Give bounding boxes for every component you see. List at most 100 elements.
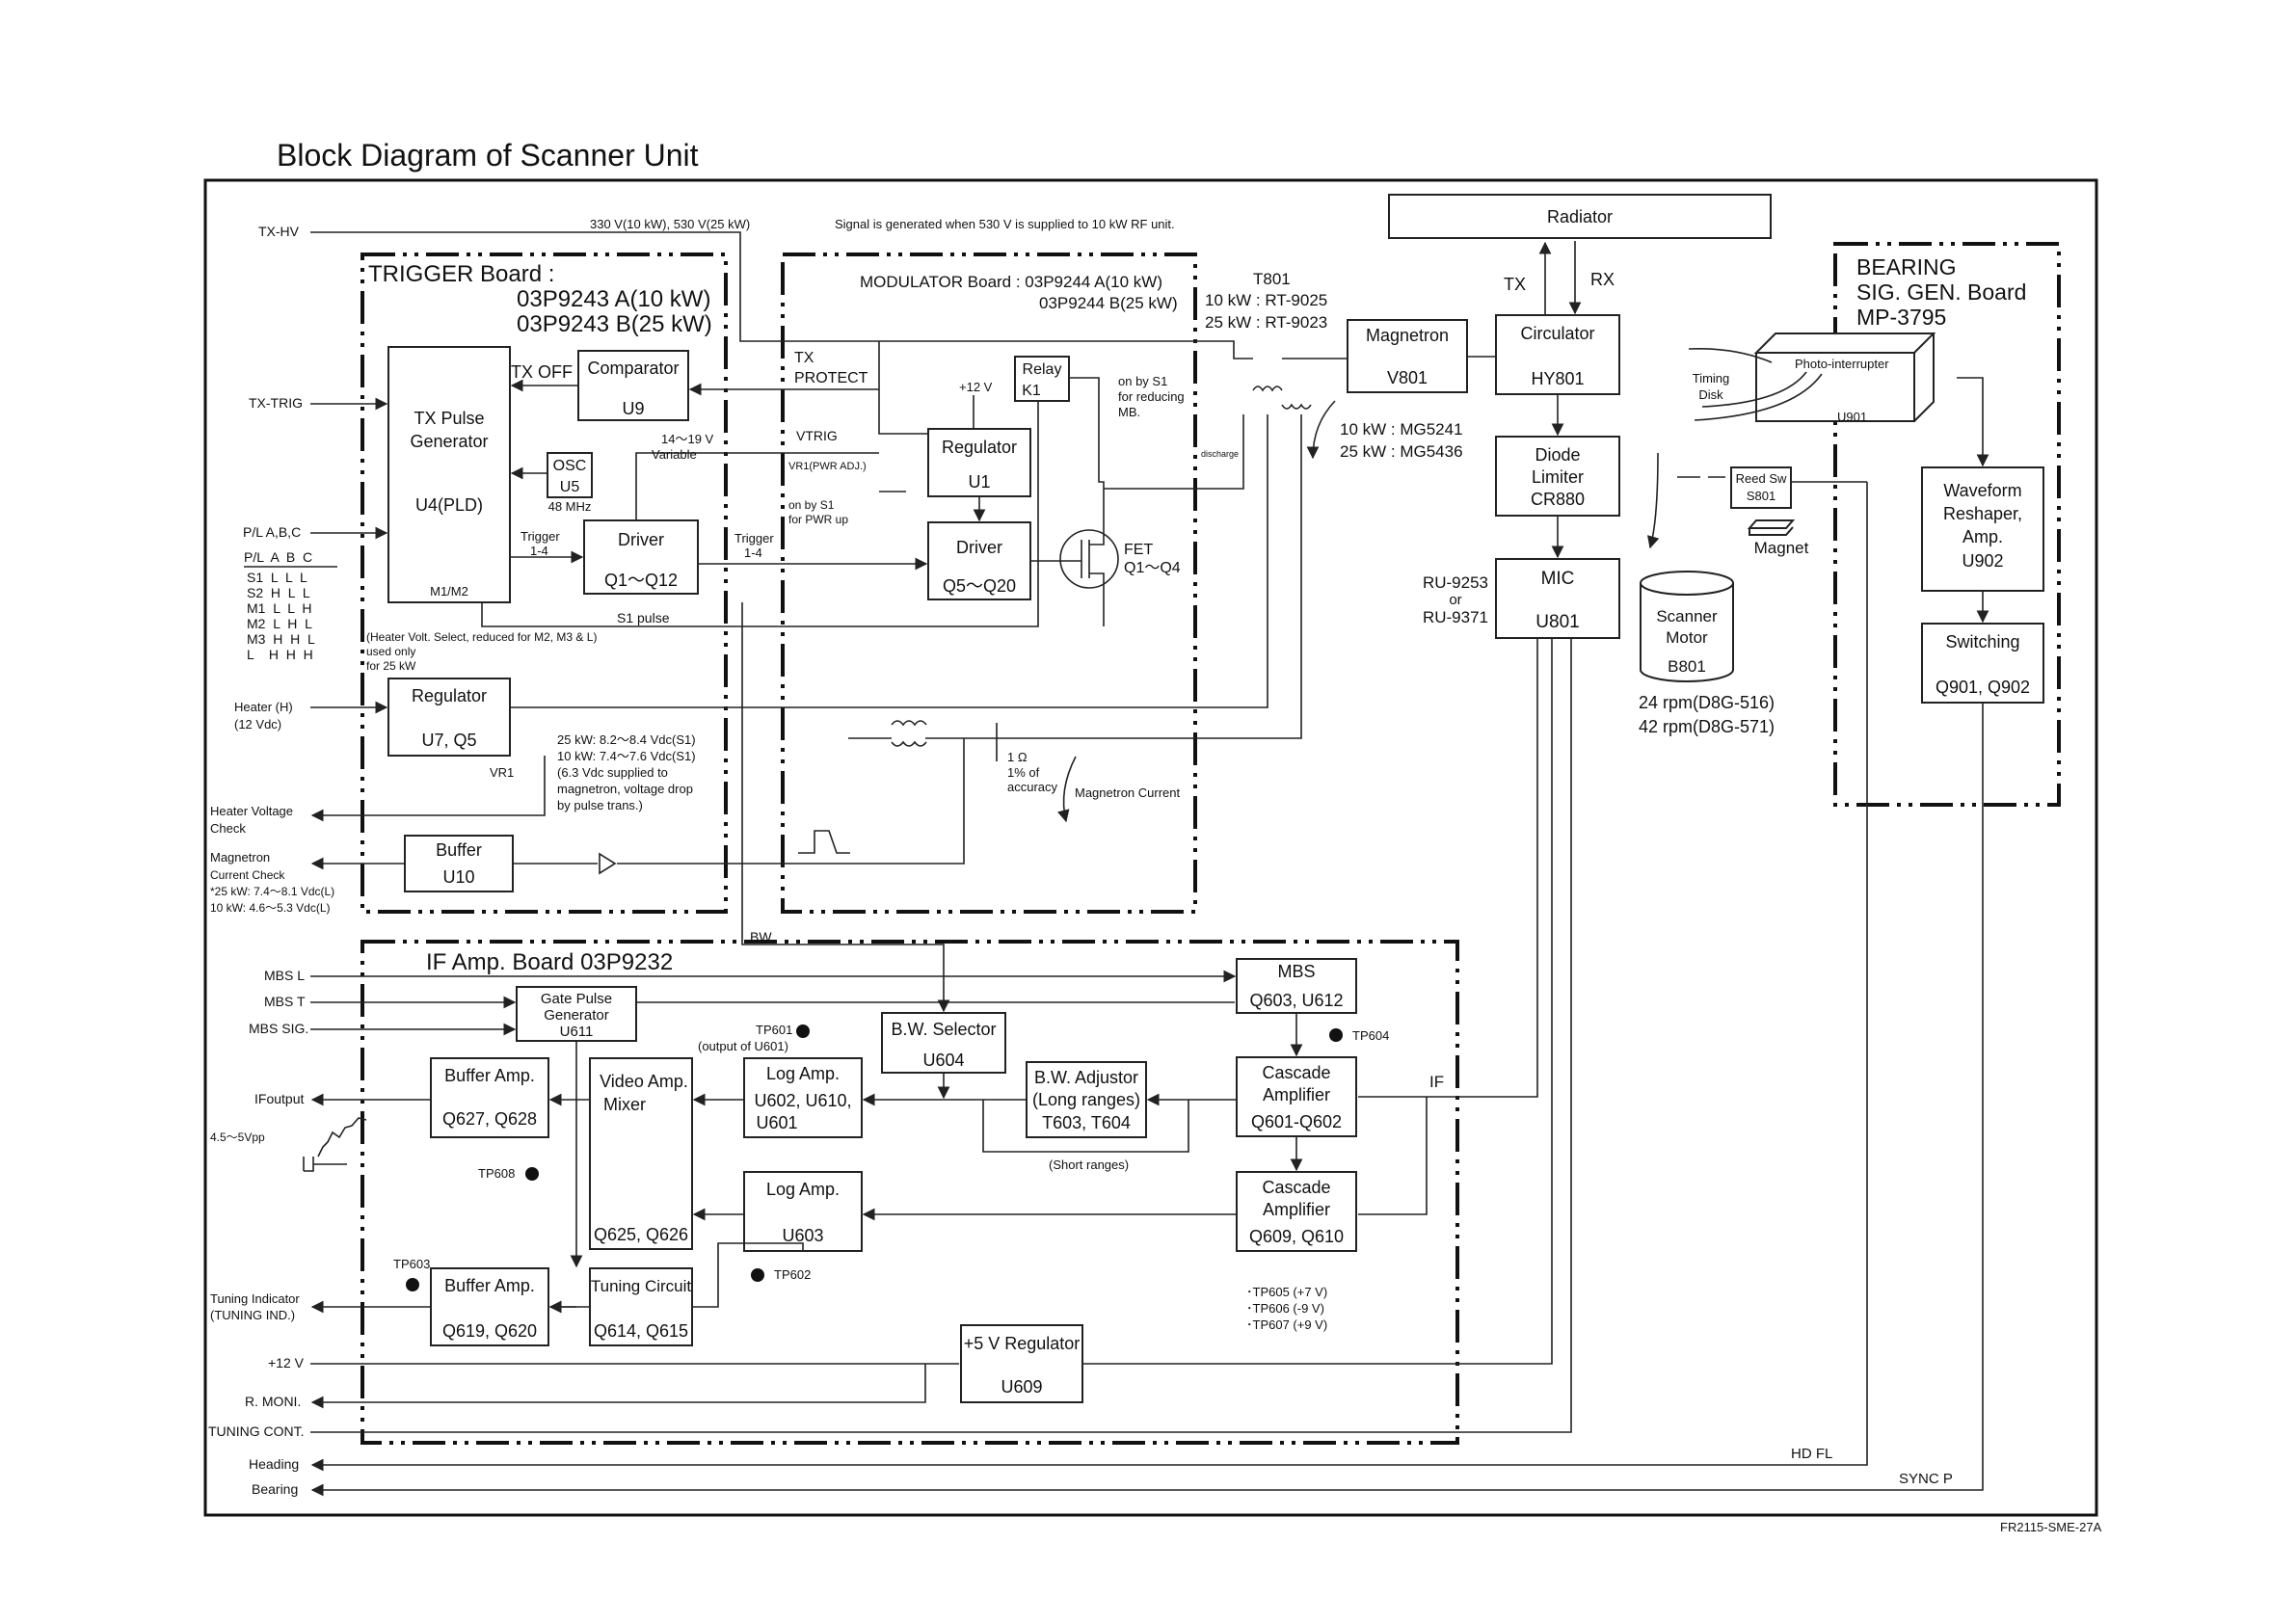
osc-line-2: U5 bbox=[560, 479, 580, 495]
signal-note: Signal is generated when 530 V is suppli… bbox=[835, 217, 1175, 231]
tuning-circuit-line-2: Q614, Q615 bbox=[594, 1321, 688, 1341]
switching-line-1: Switching bbox=[1945, 632, 2019, 652]
buffer-amp-2-block bbox=[430, 1267, 549, 1346]
trigger-driver-block bbox=[583, 519, 699, 595]
hv-volt-note: 330 V(10 kW), 530 V(25 kW) bbox=[590, 217, 750, 231]
sync-p-label: SYNC P bbox=[1899, 1471, 1953, 1487]
rpm-line-1: 24 rpm(D8G-516) bbox=[1639, 693, 1775, 712]
mbs-block bbox=[1236, 958, 1357, 1014]
u901-label: U901 bbox=[1837, 410, 1867, 424]
resistor-line-3: accuracy bbox=[1007, 780, 1058, 794]
page-title: Block Diagram of Scanner Unit bbox=[277, 138, 699, 173]
tp-list-1: ･TP605 (+7 V) bbox=[1246, 1285, 1327, 1299]
scanner-motor-line-3: B801 bbox=[1668, 657, 1706, 676]
buffer-amp-1-line-1: Buffer Amp. bbox=[444, 1066, 535, 1085]
tp604-label: TP604 bbox=[1352, 1028, 1389, 1043]
photo-interrupter-label: Photo-interrupter bbox=[1795, 357, 1889, 371]
t801-line-1: T801 bbox=[1253, 270, 1291, 288]
regulator-u7-block bbox=[387, 678, 511, 757]
mbs-t-label: MBS T bbox=[264, 994, 306, 1009]
cascade-amp-1-line-2: Amplifier bbox=[1263, 1085, 1330, 1104]
buffer-u10-line-2: U10 bbox=[442, 867, 474, 887]
log-amp-2-line-1: Log Amp. bbox=[766, 1180, 840, 1199]
cascade-amp-2-block bbox=[1236, 1171, 1357, 1252]
mbs-sig-label: MBS SIG. bbox=[249, 1021, 308, 1036]
gate-pulse-line-3: U611 bbox=[560, 1024, 594, 1040]
comparator-block bbox=[577, 350, 689, 421]
reg-note-2: 10 kW: 7.4～7.6 Vdc(S1) bbox=[557, 749, 696, 763]
variable-line-2: Variable bbox=[652, 447, 697, 462]
radiator-block bbox=[1388, 194, 1772, 239]
ru-models-line-2: or bbox=[1449, 592, 1461, 608]
modulator-board-label-2: 03P9244 B(25 kW) bbox=[1039, 294, 1178, 312]
comparator-line-1: Comparator bbox=[587, 359, 679, 378]
mic-line-2: U801 bbox=[1535, 612, 1579, 632]
cascade-amp-1-line-1: Cascade bbox=[1262, 1063, 1330, 1082]
trigger-board-label-2: 03P9243 A(10 kW) bbox=[517, 286, 710, 312]
bearing-board-label-2: SIG. GEN. Board bbox=[1856, 279, 2026, 305]
tx-trig-label: TX-TRIG bbox=[249, 395, 303, 411]
t801-line-3: 25 kW : RT-9023 bbox=[1205, 313, 1327, 332]
tp601-line-1: TP601 bbox=[756, 1023, 792, 1037]
tx-pulse-gen-line-2: Generator bbox=[410, 432, 488, 451]
scanner-motor-top bbox=[1640, 571, 1734, 596]
on-s1-pwr-line-2: for PWR up bbox=[788, 513, 848, 526]
mic-line-1: MIC bbox=[1541, 569, 1575, 589]
bw-adjustor-line-1: B.W. Adjustor bbox=[1034, 1068, 1138, 1087]
buffer-amp-1-line-2: Q627, Q628 bbox=[442, 1109, 537, 1129]
fet-symbol-lines bbox=[1060, 528, 1105, 593]
circulator-line-1: Circulator bbox=[1520, 324, 1594, 343]
p12v-mod-label: +12 V bbox=[959, 380, 993, 394]
tp601-line-2: (output of U601) bbox=[698, 1039, 788, 1053]
hd-fl-label: HD FL bbox=[1791, 1446, 1832, 1462]
tp604-dot bbox=[1329, 1028, 1343, 1042]
buffer-amp-1-block bbox=[430, 1057, 549, 1138]
tx-pulse-generator-block bbox=[387, 346, 511, 603]
heater-line-1: Heater (H) bbox=[234, 700, 293, 714]
tx-pulse-gen-line-3: U4(PLD) bbox=[415, 495, 483, 515]
tp-list-3: ･TP607 (+9 V) bbox=[1246, 1317, 1327, 1332]
bw-adjustor-block bbox=[1026, 1061, 1147, 1138]
plabc-label: P/L A,B,C bbox=[243, 524, 301, 540]
magnetron-block bbox=[1347, 319, 1468, 393]
reed-switch-block bbox=[1730, 466, 1792, 509]
diode-limiter-line-2: Limiter bbox=[1532, 467, 1584, 487]
buffer-amp-2-line-1: Buffer Amp. bbox=[444, 1276, 535, 1295]
tp-list-2: ･TP606 (-9 V) bbox=[1246, 1301, 1324, 1316]
trigger-1-line-2: 1-4 bbox=[530, 544, 548, 558]
regulator-u7-line-1: Regulator bbox=[412, 686, 487, 705]
bw-selector-line-1: B.W. Selector bbox=[891, 1020, 996, 1039]
tx-pulse-gen-line-1: TX Pulse bbox=[414, 409, 484, 428]
modulator-board-label-1: MODULATOR Board : 03P9244 A(10 kW) bbox=[860, 273, 1162, 291]
cascade-amp-2-line-2: Amplifier bbox=[1263, 1200, 1330, 1219]
bearing-board-outline bbox=[1833, 242, 2061, 807]
tp608-label: TP608 bbox=[478, 1166, 515, 1181]
if-amp-board-label: IF Amp. Board 03P9232 bbox=[426, 949, 673, 975]
resistor-line-1: 1 Ω bbox=[1007, 750, 1028, 764]
timing-disk-shape bbox=[1688, 347, 1823, 421]
t801-line-2: 10 kW : RT-9025 bbox=[1205, 291, 1327, 309]
diode-limiter-block bbox=[1495, 436, 1620, 517]
fet-line-2: Q1～Q4 bbox=[1124, 560, 1181, 576]
waveform-line-4: U902 bbox=[1962, 551, 2003, 571]
switching-block bbox=[1921, 623, 2044, 704]
buffer-u10-block bbox=[404, 835, 514, 892]
tx-hv-label: TX-HV bbox=[258, 224, 300, 239]
waveform-line-2: Reshaper, bbox=[1943, 504, 2022, 523]
heater-volt-note-2: used only bbox=[366, 645, 415, 658]
cascade-amp-2-line-3: Q609, Q610 bbox=[1249, 1227, 1344, 1246]
tuning-ind-line-1: Tuning Indicator bbox=[210, 1291, 300, 1306]
osc-freq-label: 48 MHz bbox=[548, 499, 592, 514]
tp608-dot bbox=[525, 1167, 539, 1181]
mag-current-label: Magnetron Current bbox=[1075, 785, 1180, 800]
pl-table-row: M2 L H L bbox=[247, 616, 312, 631]
heading-label: Heading bbox=[249, 1456, 299, 1472]
tx-protect-line-2: PROTECT bbox=[794, 370, 868, 386]
reg-note-4: magnetron, voltage drop bbox=[557, 782, 693, 796]
tuning-cont-label: TUNING CONT. bbox=[208, 1423, 305, 1439]
magnet-shape bbox=[1747, 519, 1796, 536]
regulator-u1-line-1: Regulator bbox=[942, 438, 1017, 457]
m1m2-label: M1/M2 bbox=[430, 584, 468, 599]
scanner-motor-line-2: Motor bbox=[1666, 628, 1708, 647]
